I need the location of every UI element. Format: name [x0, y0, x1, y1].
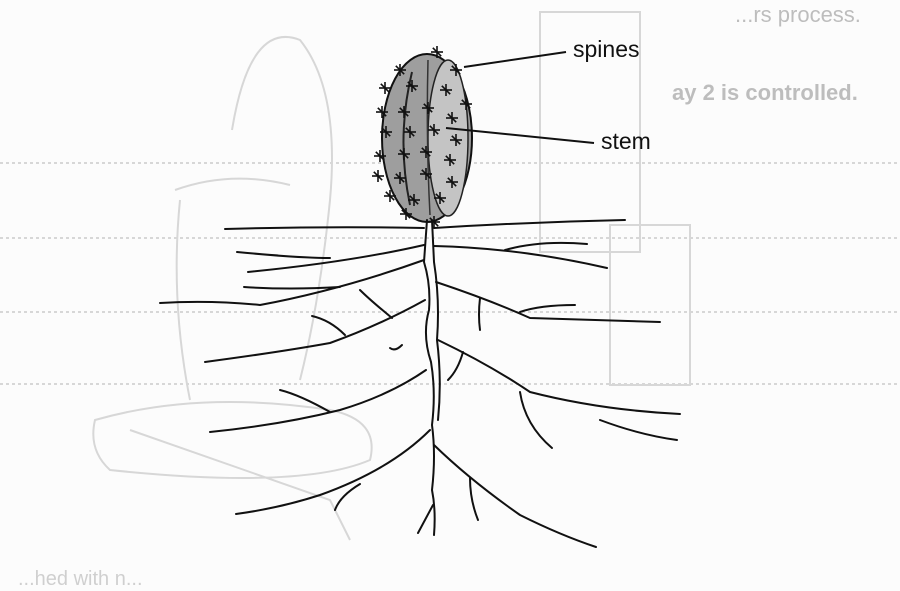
ghost-chair-back — [232, 37, 332, 380]
spine-cluster — [379, 82, 391, 94]
ghost-chair-leg-1 — [177, 200, 190, 400]
ghost-box-3 — [130, 430, 350, 540]
root-surface-left — [225, 227, 424, 229]
root-left-4 — [210, 370, 426, 432]
leader-line-spines — [464, 52, 566, 67]
root-left-1 — [248, 245, 424, 272]
root-right-2a — [520, 305, 575, 312]
root-left-3b — [360, 290, 392, 318]
root-right-3c — [448, 352, 463, 380]
ghost-box-2 — [610, 225, 690, 385]
root-right-2 — [436, 282, 660, 322]
root-right-4 — [434, 445, 596, 547]
root-right-1 — [434, 246, 607, 268]
root-right-3 — [438, 340, 680, 414]
label-stem: stem — [601, 128, 651, 155]
root-right-3a — [520, 392, 552, 448]
spine-cluster — [372, 170, 384, 182]
root-right-1a — [505, 243, 587, 250]
root-tip-left — [418, 505, 433, 533]
label-spines: spines — [573, 36, 639, 63]
root-left-1a — [237, 252, 330, 258]
root-right-2b — [479, 298, 480, 330]
ghost-chair-arm — [175, 179, 290, 190]
taproot-main — [424, 220, 435, 535]
root-right-4a — [470, 478, 478, 520]
label-leaders — [446, 52, 594, 143]
root-left-5 — [236, 430, 430, 514]
root-left-4b — [390, 345, 402, 349]
root-left-4a — [280, 390, 330, 412]
root-right-3b — [600, 420, 677, 440]
stem-rib-right — [428, 60, 468, 216]
root-left-3a — [312, 316, 345, 335]
root-surface-right — [434, 220, 625, 228]
root-left-2a — [244, 287, 340, 289]
